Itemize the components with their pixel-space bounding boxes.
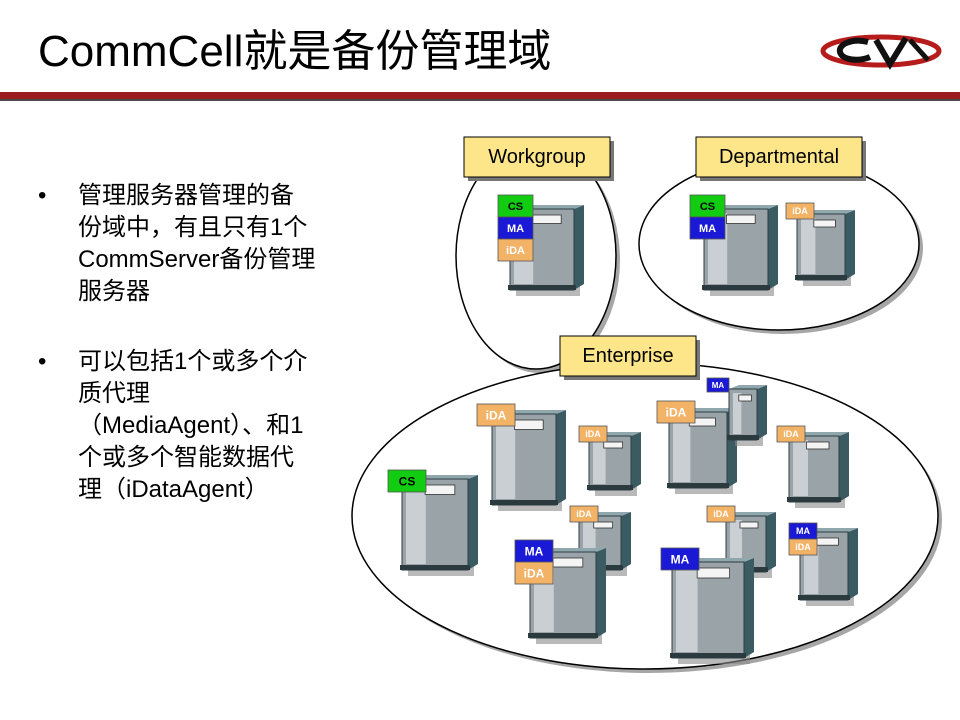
server-icon: MA <box>706 377 767 446</box>
workgroup-label: Workgroup <box>463 136 614 181</box>
ida-tag: iDA <box>706 505 736 523</box>
server-icon: iDA <box>656 400 737 494</box>
workgroup-label-text: Workgroup <box>488 146 585 168</box>
ma-tag: MA <box>788 522 818 540</box>
ida-tag-text: iDA <box>585 429 601 439</box>
server-icon: MA iDA <box>514 539 606 644</box>
ma-tag: MA <box>706 377 730 393</box>
ida-tag: iDA <box>514 561 554 585</box>
cs-tag-text: CS <box>399 474 416 488</box>
ma-tag: MA <box>497 216 534 240</box>
ma-tag-text: MA <box>507 223 524 235</box>
ida-tag: iDA <box>788 538 818 556</box>
server-icon: iDA <box>785 202 855 286</box>
ida-tag: iDA <box>776 425 806 443</box>
server-icon: iDA <box>578 425 641 496</box>
bullet-item: • 可以包括1个或多个介 质代理 （MediaAgent）、和1 个或多个智能数… <box>38 346 338 506</box>
ida-tag-text: iDA <box>576 509 592 519</box>
cs-tag: CS <box>497 194 534 218</box>
server-icon: CS MA iDA <box>497 194 584 296</box>
bullet-list: • 管理服务器管理的备 份域中，有且只有1个 CommServer备份管理 服务… <box>38 180 338 544</box>
ma-tag-text: MA <box>671 552 690 566</box>
ida-tag-text: iDA <box>506 245 525 257</box>
enterprise-label: Enterprise <box>559 335 700 380</box>
bullet-dot: • <box>38 182 47 209</box>
ida-tag: iDA <box>785 202 815 220</box>
slide-title: CommCell就是备份管理域 <box>38 27 552 76</box>
server-icon: MA iDA <box>788 522 858 606</box>
departmental-label: Departmental <box>695 136 866 181</box>
bullet-text: 管理服务器管理的备 份域中，有且只有1个 CommServer备份管理 服务器 <box>78 182 316 305</box>
ida-tag: iDA <box>569 505 599 523</box>
cs-tag-text: CS <box>700 201 715 213</box>
cs-tag: CS <box>387 469 427 493</box>
ma-tag-text: MA <box>796 526 810 536</box>
header-rule-shadow <box>0 99 960 101</box>
server-icon: MA <box>660 547 754 664</box>
ida-tag: iDA <box>476 403 516 427</box>
ida-tag-text: iDA <box>486 408 507 422</box>
departmental-label-text: Departmental <box>719 146 839 168</box>
ida-tag: iDA <box>497 238 534 262</box>
bullet-item: • 管理服务器管理的备 份域中，有且只有1个 CommServer备份管理 服务… <box>38 180 338 308</box>
enterprise-label-text: Enterprise <box>582 345 673 367</box>
ida-tag-text: iDA <box>524 566 545 580</box>
ida-tag-text: iDA <box>666 405 687 419</box>
server-icon: iDA <box>776 425 849 508</box>
ida-tag: iDA <box>656 400 696 424</box>
ida-tag-text: iDA <box>713 509 729 519</box>
cs-tag: CS <box>689 194 726 218</box>
bullet-dot: • <box>38 348 47 375</box>
ma-tag: MA <box>689 216 726 240</box>
ida-tag: iDA <box>578 425 608 443</box>
ma-tag-text: MA <box>699 223 716 235</box>
server-icon: CS MA <box>689 194 778 296</box>
ma-tag-text: MA <box>712 381 725 390</box>
cv-logo <box>820 34 942 70</box>
ida-tag-text: iDA <box>783 429 799 439</box>
ma-tag: MA <box>660 547 700 571</box>
ida-tag-text: iDA <box>795 542 811 552</box>
ida-tag-text: iDA <box>792 206 808 216</box>
server-icon: CS <box>387 469 478 576</box>
bullet-text: 可以包括1个或多个介 质代理 （MediaAgent）、和1 个或多个智能数据代… <box>78 348 308 503</box>
ma-tag-text: MA <box>525 544 544 558</box>
ma-tag: MA <box>514 539 554 563</box>
server-icon: iDA <box>476 403 566 511</box>
departmental-ellipse <box>638 157 920 331</box>
header-rule <box>0 92 960 99</box>
cs-tag-text: CS <box>508 201 523 213</box>
